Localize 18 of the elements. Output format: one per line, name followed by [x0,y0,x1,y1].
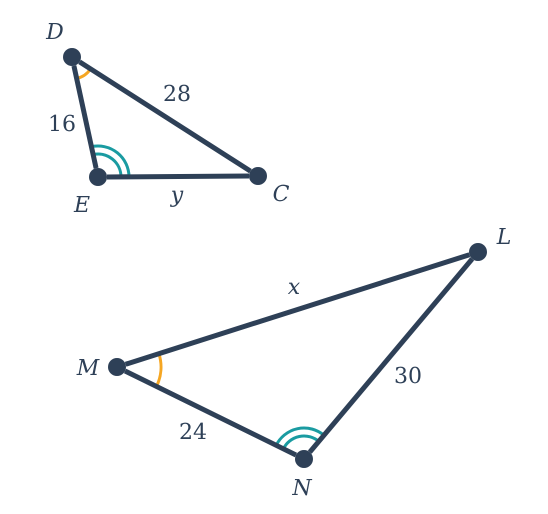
triangle-side [106,174,250,180]
vertex-label: N [292,478,312,500]
vertex-label: D [46,22,64,44]
vertex-label: C [272,184,290,206]
vertex-label: L [496,227,512,249]
triangle-side [124,252,470,367]
triangle-side [71,65,99,169]
triangle-side [124,368,298,458]
triangle-side [78,60,252,174]
side-length-label: 16 [48,114,76,136]
side-length-label: x [288,277,300,299]
triangle-side [308,257,474,454]
side-length-label: 28 [163,84,191,106]
vertex-label: E [74,195,90,217]
vertex-label: M [76,358,100,380]
side-length-label: 24 [179,422,207,444]
side-length-label: y [170,185,184,207]
side-length-label: 30 [394,366,422,388]
